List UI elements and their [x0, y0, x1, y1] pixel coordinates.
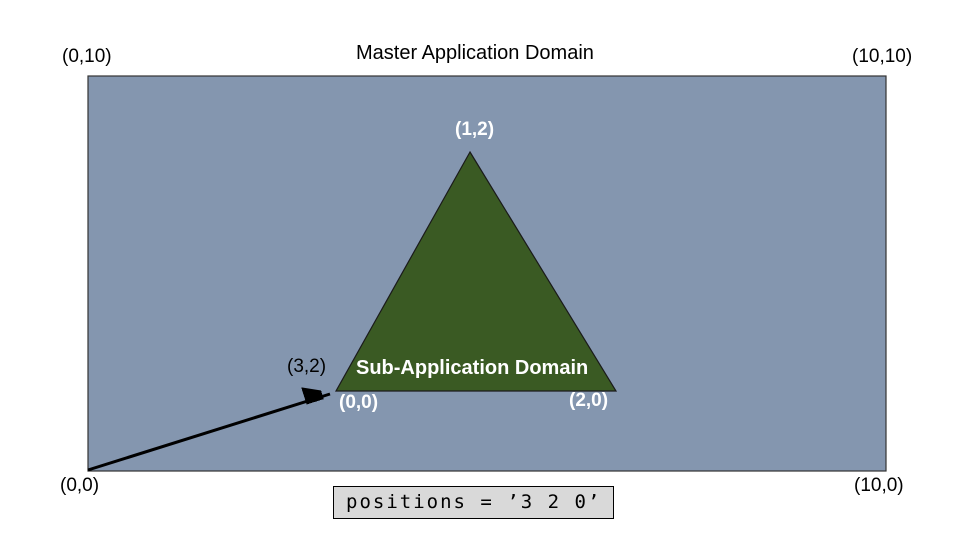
sub-domain-triangle [334, 150, 618, 392]
sub-vertex-origin-label: (0,0) [339, 392, 379, 413]
master-corner-bottom-right-label: (10,0) [854, 475, 904, 496]
sub-vertex-right-label: (2,0) [569, 390, 609, 411]
master-corner-bottom-left-label: (0,0) [60, 475, 100, 496]
sub-domain-title: Sub-Application Domain [356, 357, 589, 379]
offset-coordinate-label: (3,2) [287, 356, 327, 377]
master-domain-title: Master Application Domain [356, 42, 594, 64]
offset-arrow [87, 394, 331, 472]
master-corner-top-right-label: (10,10) [852, 46, 913, 67]
master-corner-top-left-label: (0,10) [62, 46, 112, 67]
sub-vertex-apex-label: (1,2) [455, 119, 495, 140]
positions-code-box: positions = ’3 2 0’ [333, 486, 615, 519]
